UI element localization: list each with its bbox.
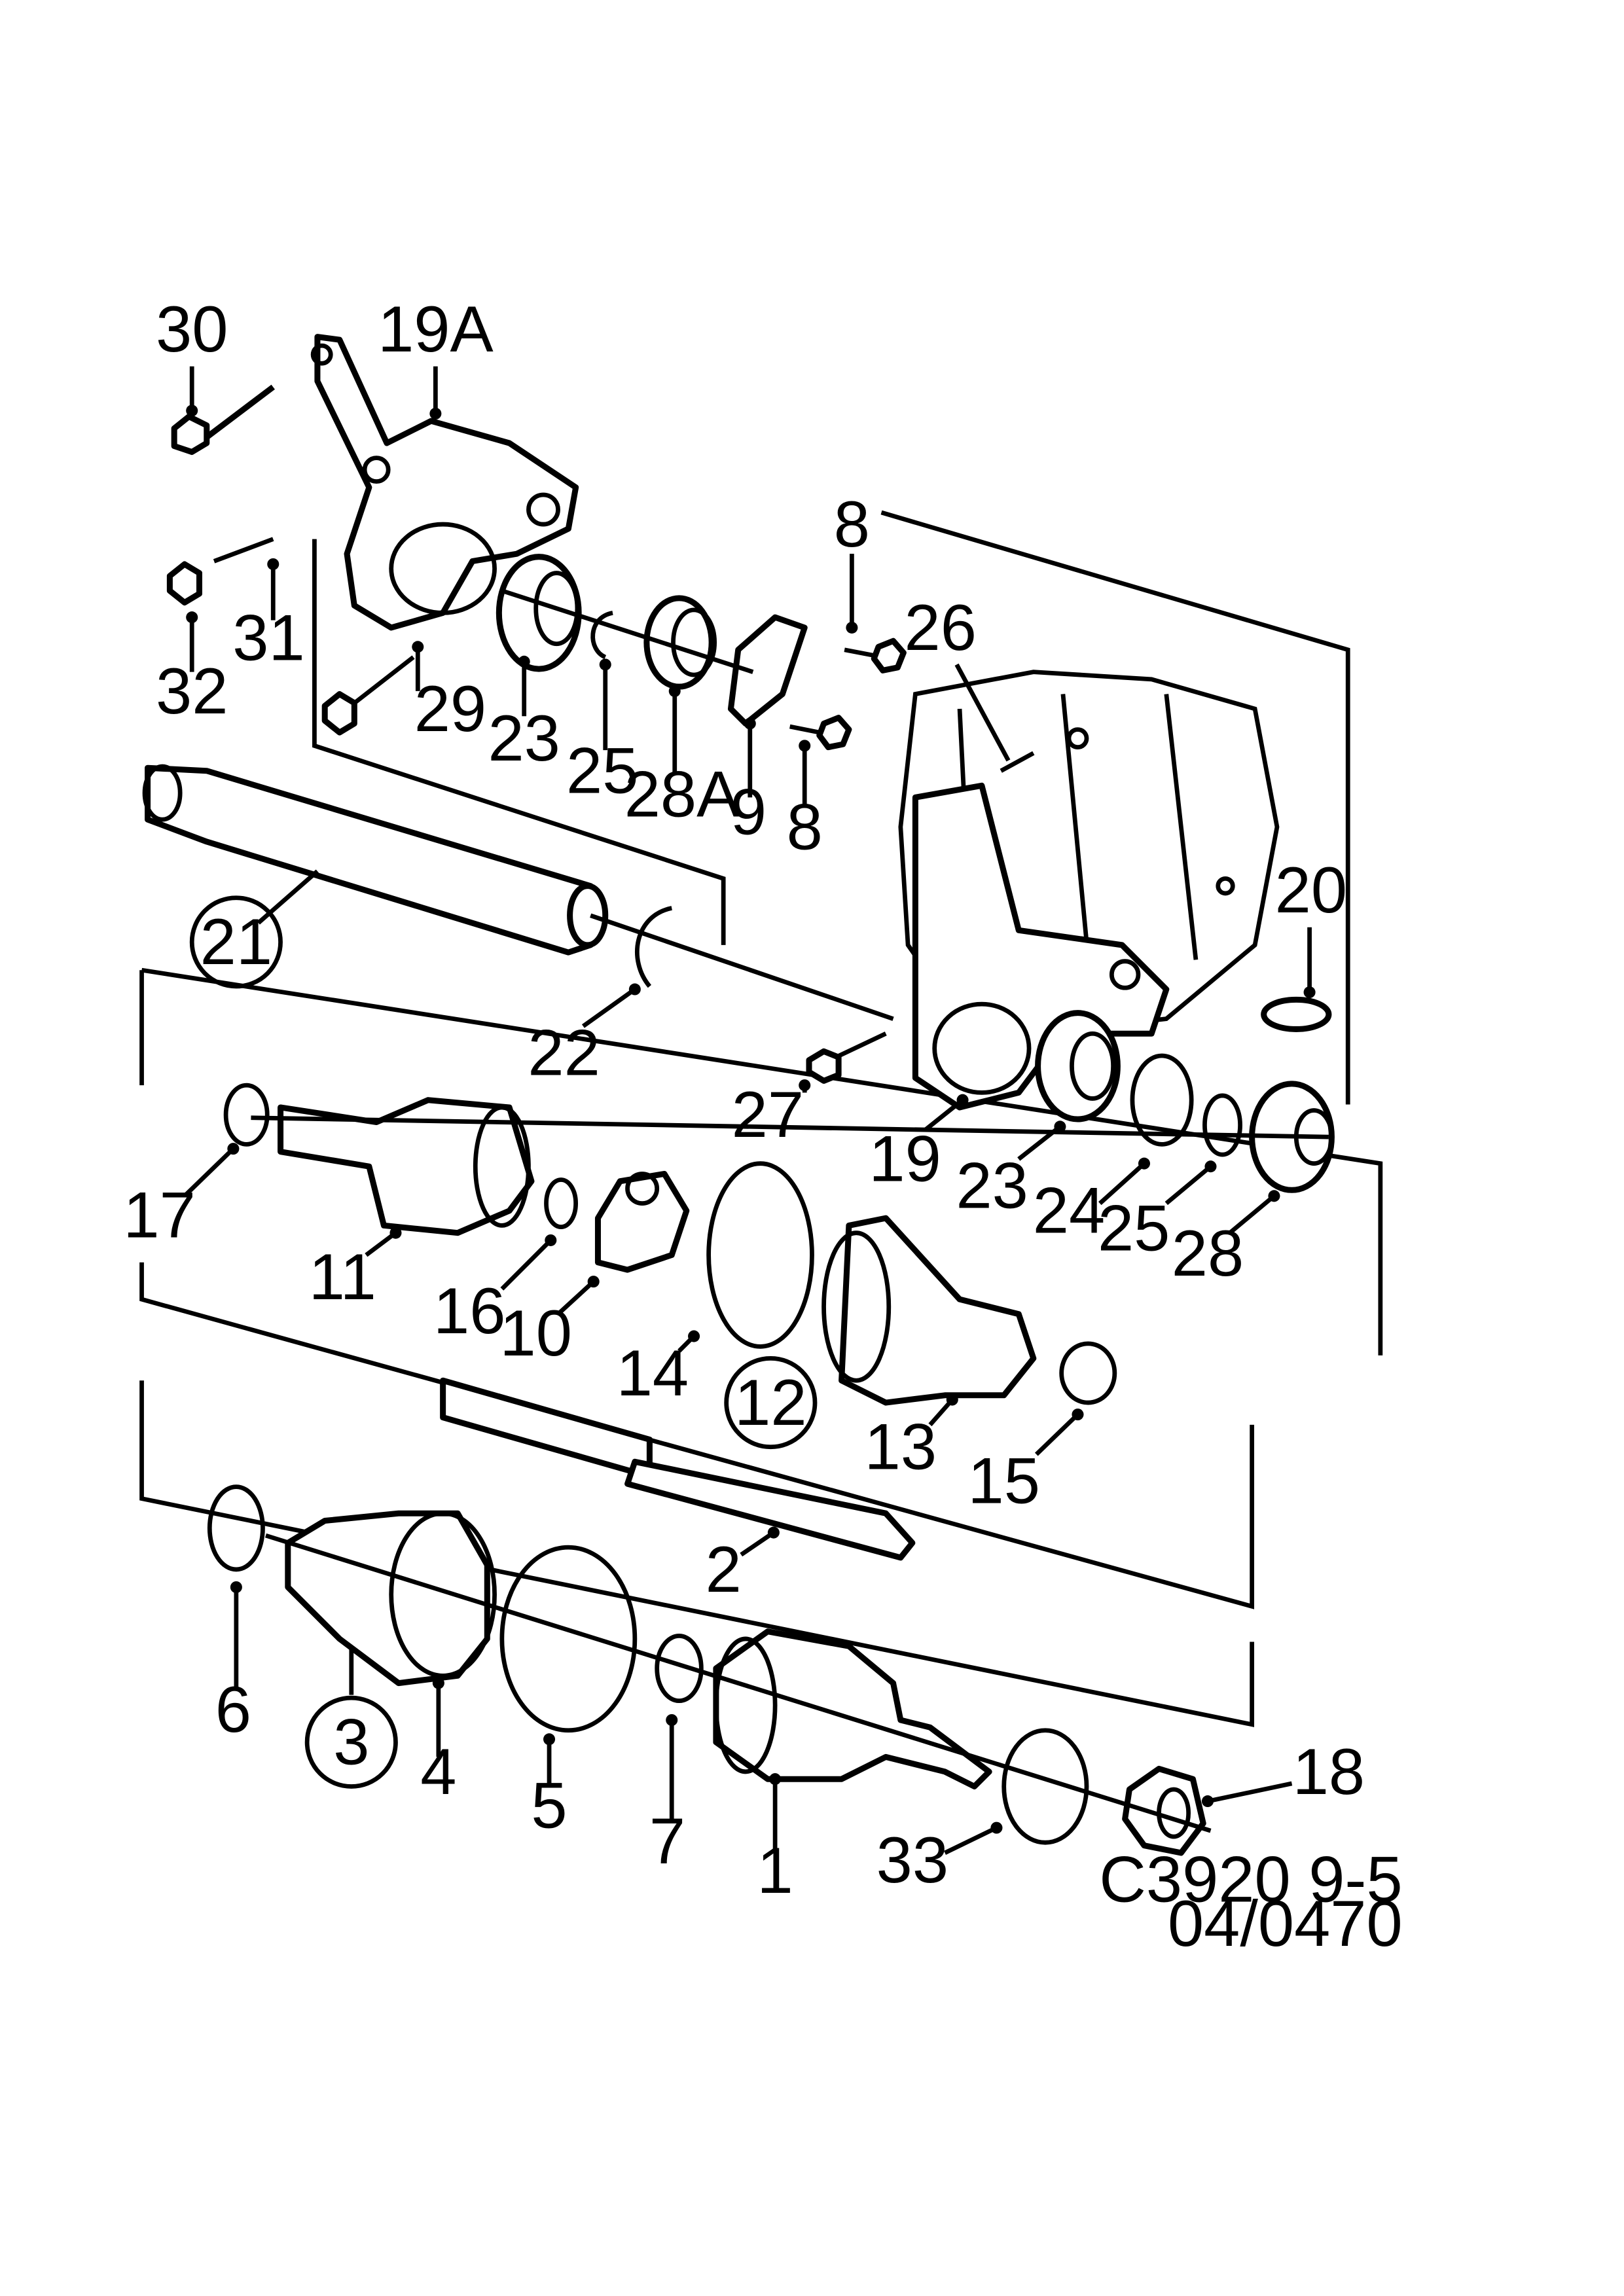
- sleeve-28a: [643, 595, 717, 690]
- label-22: 22: [528, 1016, 600, 1089]
- label-19a: 19A: [378, 293, 494, 366]
- support-bracket-19a: [310, 334, 579, 631]
- axis-lines: [251, 588, 1329, 1833]
- label-1: 1: [757, 1835, 793, 1907]
- label-18: 18: [1293, 1736, 1365, 1808]
- inner-boot-13: [821, 1215, 1037, 1406]
- label-26: 26: [905, 592, 977, 664]
- stud-31: [213, 537, 274, 564]
- tripod-spider-10: [594, 1170, 690, 1273]
- inner-joint-housing-11: [278, 1097, 535, 1236]
- label-3: 3: [333, 1706, 369, 1779]
- label-14: 14: [617, 1337, 689, 1410]
- label-23-top: 23: [488, 702, 560, 775]
- drawing-code: C3920 9-5: [1099, 1843, 1402, 1916]
- label-6: 6: [215, 1674, 251, 1746]
- circlip-25-top: [590, 611, 613, 660]
- clamp-6: [207, 1484, 265, 1572]
- label-28a: 28A: [624, 759, 740, 831]
- label-5: 5: [531, 1770, 567, 1842]
- part-labels: 30 19A 31 32 29 23 25 28A 9 8 8 26 21 22…: [123, 293, 1365, 1907]
- group-frames: [139, 510, 1383, 1727]
- bearing-23-right: [1035, 1010, 1121, 1122]
- label-11: 11: [309, 1241, 376, 1314]
- label-4: 4: [420, 1736, 456, 1808]
- drive-shaft-2: [440, 1377, 916, 1561]
- circlip-16: [544, 1177, 579, 1230]
- circlip-7: [655, 1634, 704, 1704]
- clamp-5: [499, 1545, 638, 1733]
- outer-joint-1: [713, 1628, 992, 1789]
- label-32: 32: [156, 655, 228, 728]
- sleeve-20: [1261, 996, 1332, 1032]
- label-21: 21: [200, 906, 272, 978]
- label-20: 20: [1275, 854, 1347, 927]
- bolt-8-lower: [789, 715, 852, 751]
- label-33: 33: [876, 1824, 948, 1897]
- bolt-8-upper: [844, 637, 907, 673]
- label-25-top: 25: [566, 735, 638, 808]
- label-16: 16: [433, 1275, 505, 1348]
- clamp-14: [706, 1161, 814, 1349]
- label-27: 27: [732, 1079, 804, 1151]
- label-7: 7: [649, 1805, 685, 1878]
- label-13: 13: [865, 1411, 937, 1484]
- label-17: 17: [123, 1179, 195, 1251]
- circlip-24: [1130, 1053, 1194, 1147]
- reference-circles: [189, 895, 818, 1789]
- leader-lines: [183, 366, 1316, 1856]
- label-25-right: 25: [1098, 1193, 1170, 1265]
- snap-ring-17: [223, 1083, 270, 1147]
- bearing-23-top: [496, 554, 582, 672]
- intermediate-shaft-21: [142, 764, 609, 956]
- pin-26: [1000, 751, 1035, 773]
- bolt-29: [321, 655, 415, 736]
- label-10: 10: [500, 1297, 572, 1370]
- nut-32: [166, 561, 202, 606]
- label-2: 2: [706, 1534, 742, 1606]
- label-19: 19: [869, 1123, 941, 1196]
- label-9: 9: [731, 776, 767, 849]
- bolt-27: [806, 1031, 887, 1084]
- label-23-right: 23: [956, 1149, 1028, 1222]
- label-28: 28: [1172, 1217, 1244, 1290]
- bearing-retainer-9: [727, 614, 808, 727]
- clamp-15: [1059, 1341, 1117, 1405]
- label-12: 12: [734, 1367, 806, 1439]
- drawing-date: 04/0470: [1168, 1888, 1403, 1960]
- label-31: 31: [232, 602, 304, 675]
- hub-nut-18: [1122, 1765, 1206, 1856]
- label-29: 29: [414, 673, 486, 745]
- circlip-25-right: [1202, 1093, 1242, 1157]
- snap-ring-22: [635, 906, 672, 988]
- abs-ring-33: [1001, 1728, 1089, 1845]
- label-8-lower: 8: [787, 791, 823, 863]
- label-8-upper: 8: [834, 488, 870, 561]
- label-15: 15: [968, 1444, 1040, 1517]
- bolt-30: [171, 384, 275, 456]
- label-24: 24: [1033, 1175, 1105, 1247]
- label-30: 30: [156, 293, 228, 366]
